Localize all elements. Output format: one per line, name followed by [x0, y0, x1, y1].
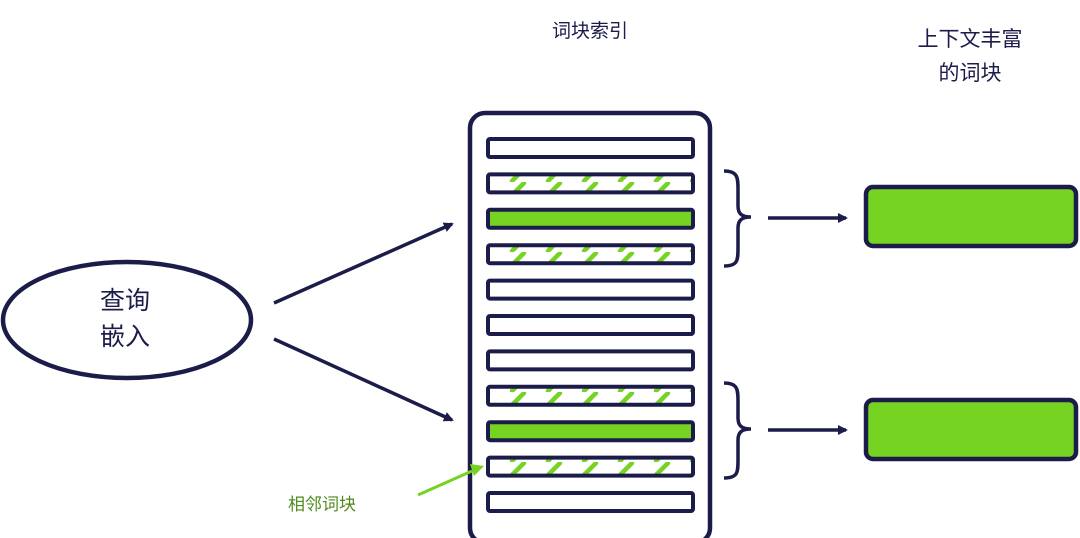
upper-brace [723, 169, 752, 268]
chunk-row-adjacent [486, 384, 695, 407]
chunk-row-empty [486, 349, 695, 372]
lower-brace [723, 381, 752, 480]
query-to-index-arrow-upper [273, 222, 454, 305]
query-embedding-label: 查询 嵌入 [50, 283, 200, 355]
neighbor-arrow-head [470, 464, 484, 476]
chunk-row-empty [486, 314, 695, 336]
chunk-index-title: 词块索引 [551, 20, 628, 42]
neighbor-arrow-line [417, 469, 473, 497]
enriched-chunks-title: 上下文丰富 的词块 [870, 22, 1070, 90]
chunk-row-adjacent [486, 243, 695, 266]
chunk-row-hit [486, 420, 695, 443]
query-embedding-ellipse [0, 259, 254, 381]
chunk-row-adjacent [486, 455, 695, 478]
enriched-chunk-lower [863, 397, 1079, 462]
chunk-row-empty [486, 278, 695, 301]
neighbor-chunk-label: 相邻词块 [288, 495, 356, 515]
chunk-row-empty [486, 137, 695, 159]
enriched-title-line-2: 的词块 [938, 61, 1002, 85]
query-label-line-1: 查询 [99, 286, 150, 315]
query-to-index-arrow-lower [273, 337, 454, 422]
query-label-line-2: 嵌入 [99, 322, 150, 351]
chunk-row-empty [486, 491, 695, 513]
chunk-list [486, 137, 695, 513]
enriched-title-line-1: 上下文丰富 [917, 27, 1023, 51]
chunk-row-adjacent [486, 172, 695, 195]
chunk-row-hit [486, 207, 695, 230]
enriched-chunk-upper [863, 184, 1079, 249]
